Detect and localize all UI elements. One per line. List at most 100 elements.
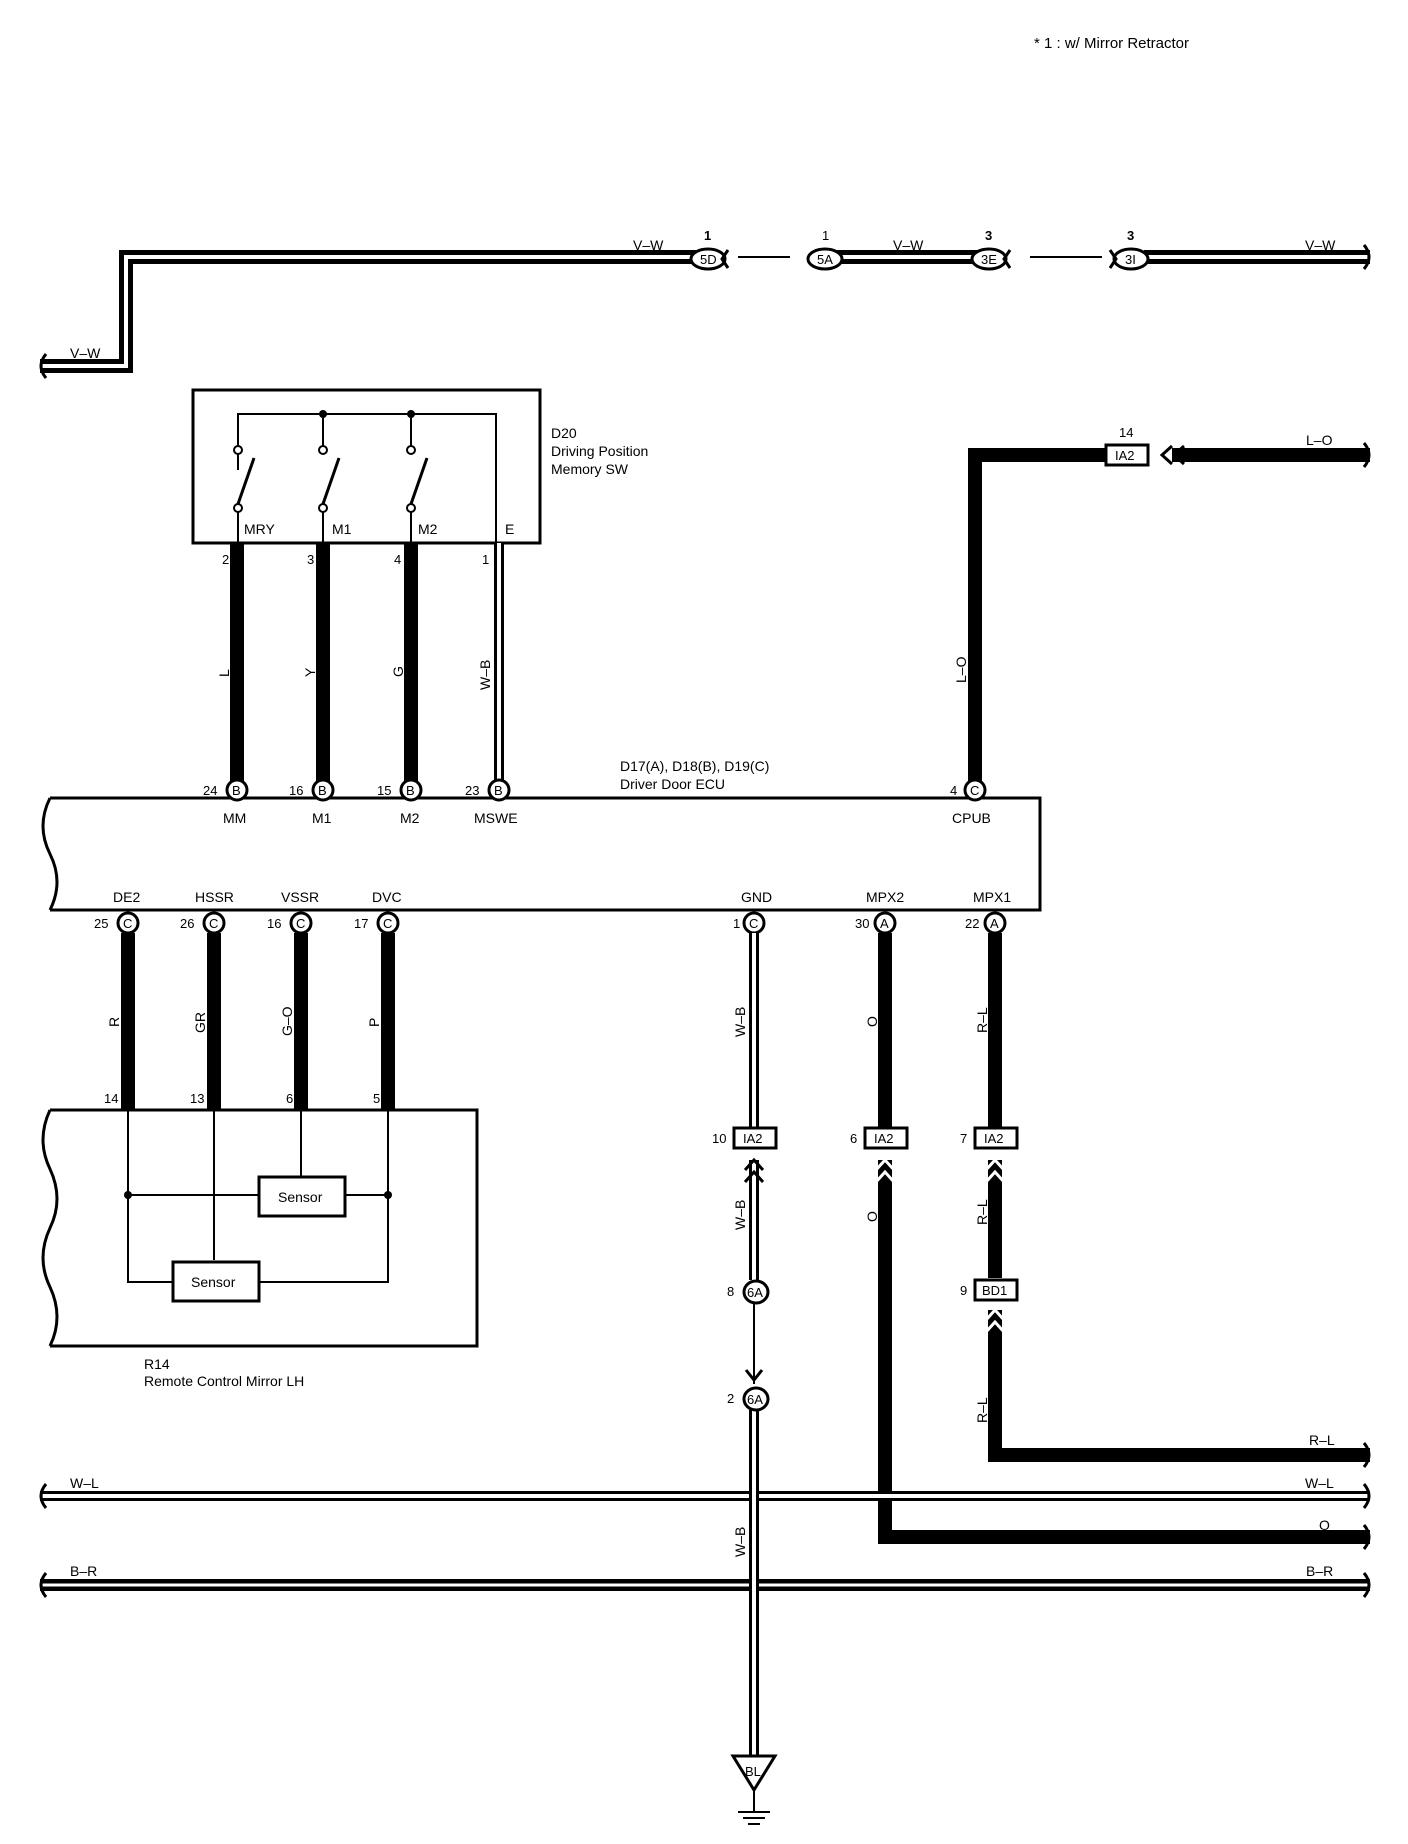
ecu-conn-m1: B xyxy=(318,783,327,798)
svg-text:3: 3 xyxy=(985,228,992,243)
ecu-pin-23: 23 xyxy=(465,783,479,798)
ecu-conn-mpx1: A xyxy=(990,916,999,931)
ecu-term-mswe: MSWE xyxy=(474,810,518,826)
wire-label-wb-gnd-1: W–B xyxy=(732,1007,748,1037)
wire-label-lo-top: L–O xyxy=(1306,432,1333,448)
r14-pin-5: 5 xyxy=(373,1091,380,1106)
wire-label-rl-bus: R–L xyxy=(1309,1432,1335,1448)
ecu-term-cpub: CPUB xyxy=(952,810,991,826)
ecu-conn-mpx2: A xyxy=(880,916,889,931)
wire-label-rl-3: R–L xyxy=(974,1397,990,1423)
svg-text:2: 2 xyxy=(727,1391,734,1406)
svg-text:5A: 5A xyxy=(817,252,833,267)
ecu-conn-mm: B xyxy=(232,783,241,798)
connector-6a-2: 6A 2 xyxy=(727,1386,770,1412)
ecu-term-mpx2: MPX2 xyxy=(866,889,904,905)
d20-name-1: Driving Position xyxy=(551,443,648,459)
d20-term-m2: M2 xyxy=(418,521,438,537)
connector-3i: 3I 3 xyxy=(1108,228,1150,271)
wire-label-br-right: B–R xyxy=(1306,1563,1333,1579)
wire-label-g: G xyxy=(390,666,406,677)
wire-label-r: R xyxy=(106,1017,122,1027)
svg-text:3E: 3E xyxy=(981,252,997,267)
ecu-conn-gnd: C xyxy=(749,916,758,931)
connector-ia2-gnd: IA2 10 xyxy=(712,1126,778,1150)
ecu-pin-17: 17 xyxy=(354,916,368,931)
svg-text:14: 14 xyxy=(1119,425,1133,440)
wire-label-wl-right: W–L xyxy=(1305,1475,1334,1491)
wire-label-br-left: B–R xyxy=(70,1563,97,1579)
ecu-pin-16b: 16 xyxy=(267,916,281,931)
ecu-bottom-pins xyxy=(116,911,1007,935)
d20-name-2: Memory SW xyxy=(551,461,629,477)
svg-text:9: 9 xyxy=(960,1283,967,1298)
d20-pin-3: 3 xyxy=(307,552,314,567)
ecu-term-mpx1: MPX1 xyxy=(973,889,1011,905)
ecu-term-m1: M1 xyxy=(312,810,332,826)
wire-label-rl-2: R–L xyxy=(974,1199,990,1225)
ecu-conn-dvc: C xyxy=(383,916,392,931)
note-text: * 1 : w/ Mirror Retractor xyxy=(1034,35,1189,52)
wire-label-lo-vert: L–O xyxy=(953,656,969,683)
memory-switch-box xyxy=(191,388,542,545)
ecu-conn-hssr: C xyxy=(209,916,218,931)
mpx2-wire xyxy=(874,933,1371,1550)
d20-term-e: E xyxy=(505,521,514,537)
d20-pin-1: 1 xyxy=(482,552,489,567)
wire-label-wl-left: W–L xyxy=(70,1475,99,1491)
ground-label: BL xyxy=(745,1764,761,1779)
r14-pin-6: 6 xyxy=(286,1091,293,1106)
wire-label-p: P xyxy=(366,1018,382,1027)
d20-pin-2: 2 xyxy=(222,552,229,567)
ecu-pin-30: 30 xyxy=(855,916,869,931)
wire-label-wb-gnd-3: W–B xyxy=(732,1527,748,1557)
driver-door-ecu xyxy=(41,796,1042,912)
svg-text:6A: 6A xyxy=(747,1285,763,1300)
wire-label-wb-e: W–B xyxy=(477,660,493,690)
svg-text:6A: 6A xyxy=(747,1392,763,1407)
wire-label-vw-2: V–W xyxy=(893,237,924,253)
wire-label-o-bus: O xyxy=(1319,1517,1330,1533)
ecu-name: Driver Door ECU xyxy=(620,776,725,792)
bus-wl xyxy=(39,1483,1371,1509)
svg-text:8: 8 xyxy=(727,1284,734,1299)
ecu-pin-26: 26 xyxy=(180,916,194,931)
ecu-term-gnd: GND xyxy=(741,889,772,905)
svg-text:IA2: IA2 xyxy=(984,1131,1004,1146)
d20-term-m1: M1 xyxy=(332,521,352,537)
ecu-term-vssr: VSSR xyxy=(281,889,319,905)
ecu-pin-16: 16 xyxy=(289,783,303,798)
svg-text:10: 10 xyxy=(712,1131,726,1146)
wire-label-vw-3: V–W xyxy=(1305,237,1336,253)
connector-bd1: BD1 9 xyxy=(960,1278,1019,1302)
ecu-pin-25: 25 xyxy=(94,916,108,931)
svg-text:BD1: BD1 xyxy=(982,1283,1007,1298)
wire-label-rl-1: R–L xyxy=(974,1007,990,1033)
wire-label-y: Y xyxy=(302,667,318,677)
ecu-term-dvc: DVC xyxy=(372,889,402,905)
wire-label-vw-1: V–W xyxy=(633,237,664,253)
gnd-wire xyxy=(730,933,778,1825)
svg-text:5D: 5D xyxy=(700,252,717,267)
ecu-pin-22: 22 xyxy=(965,916,979,931)
mpx1-wire xyxy=(984,933,1371,1468)
wire-label-o-2: O xyxy=(864,1211,880,1222)
r14-code: R14 xyxy=(144,1356,170,1372)
cpub-wire xyxy=(968,442,1371,783)
svg-text:IA2: IA2 xyxy=(874,1131,894,1146)
ecu-term-m2: M2 xyxy=(400,810,420,826)
ecu-term-hssr: HSSR xyxy=(195,889,234,905)
svg-text:IA2: IA2 xyxy=(743,1131,763,1146)
d20-term-mry: MRY xyxy=(244,521,276,537)
bus-br xyxy=(39,1572,1371,1598)
connector-ia2-mpx2: IA2 6 xyxy=(850,1126,909,1150)
ecu-code: D17(A), D18(B), D19(C) xyxy=(620,758,769,774)
ecu-conn-m2: B xyxy=(406,783,415,798)
wire-label-o-1: O xyxy=(864,1016,880,1027)
connector-ia2-top: IA2 14 xyxy=(1104,425,1150,467)
wire-label-l: L xyxy=(216,669,232,677)
r14-pin-14: 14 xyxy=(104,1091,118,1106)
r14-wires xyxy=(121,933,395,1110)
svg-text:1: 1 xyxy=(704,228,711,243)
